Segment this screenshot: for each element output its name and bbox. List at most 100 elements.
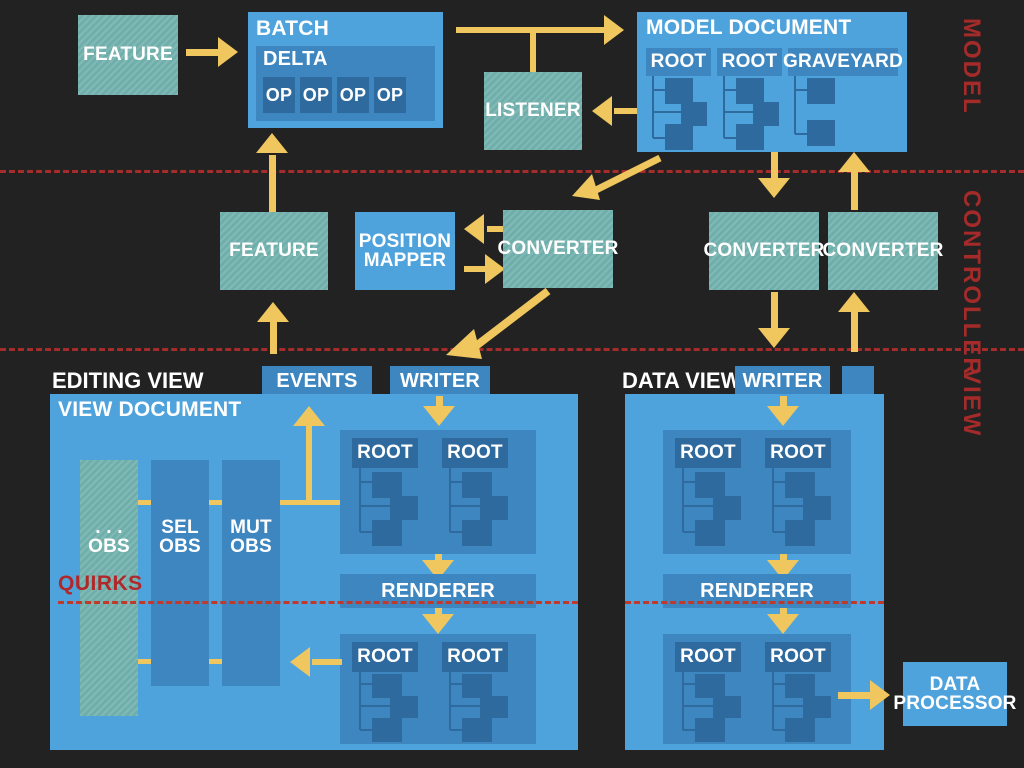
arrow-dataview-to-processor-head [870,680,890,710]
arrow-converter3-to-modeldoc-head [838,152,870,172]
data-view-quirks-separator [625,601,884,604]
op-label-0: OP [265,84,293,105]
observer-link-lower-0 [138,659,151,664]
editing-upper-tree-panel[interactable]: ROOT ROOT [340,430,536,554]
controller-converter-box-2[interactable]: CONVERTER [822,212,943,290]
separator-model-controller [0,170,1024,173]
model-feature-box[interactable]: FEATURE [78,15,178,95]
observer-label-2: MUT OBS [230,517,272,558]
editing-lower-root-box-1[interactable]: ROOT [442,642,508,672]
op-box-3[interactable]: OP [374,77,406,113]
arrow-writer-to-tree-head [423,406,455,426]
delta-box[interactable]: DELTA OP OP OP OP [256,46,435,121]
arrow-converter2-to-datawriter-head [758,328,790,348]
editing-upper-root-box-0[interactable]: ROOT [352,438,418,468]
observer-link-0 [138,500,151,505]
band-label-view: VIEW [958,368,985,438]
arrow-posmapper-to-converter-shaft [464,266,486,272]
arrow-dataview-to-converter3-head [838,292,870,312]
listener-box[interactable]: LISTENER [484,72,582,150]
arrow-batch-to-modeldoc-head [604,15,624,45]
observer-box-1[interactable]: SEL OBS [151,460,209,686]
data-view-container: ROOT ROOT [625,394,884,750]
model-root-label-1: ROOT [721,51,778,73]
arrow-datawriter-to-tree-head [767,406,799,426]
data-writer-tab[interactable]: WRITER [735,366,830,396]
data-lower-root-box-0[interactable]: ROOT [675,642,741,672]
data-view-extra-tab[interactable] [842,366,874,396]
model-document-box[interactable]: MODEL DOCUMENT ROOT ROOT GRAVEYARD [637,12,907,152]
model-document-label: MODEL DOCUMENT [646,16,852,39]
observer-box-0[interactable]: . . . OBS [80,460,138,716]
arrow-writer-to-tree-shaft [436,396,443,410]
arrow-lowertree-to-obs-shaft [312,659,342,665]
op-label-1: OP [302,84,330,105]
arrow-ctrl-feature-to-batch-head [256,133,288,153]
model-root-box-1[interactable]: ROOT [717,48,782,76]
controller-converter-label-1: CONVERTER [703,240,825,262]
data-lower-root-label-0: ROOT [680,646,736,668]
arrow-ctrl-feature-to-batch-shaft [269,155,276,213]
band-label-model: MODEL [958,18,985,115]
editing-events-tab[interactable]: EVENTS [262,366,372,396]
arrow-modeldoc-to-converter2-shaft [771,152,778,184]
arrow-branch-to-listener [530,30,536,72]
arrow-datatree-to-renderer-shaft [780,554,787,564]
band-label-controller: CONTROLLER [958,190,985,377]
editing-lower-tree-graphic [359,672,508,742]
op-label-2: OP [339,84,367,105]
position-mapper-box[interactable]: POSITION MAPPER [355,212,455,290]
observer-link-lower-1 [209,659,222,664]
editing-lower-root-box-0[interactable]: ROOT [352,642,418,672]
data-lower-tree-panel[interactable]: ROOT ROOT [663,634,851,744]
arrow-feature-to-batch-head [218,37,238,67]
data-upper-tree-graphic [682,468,831,546]
arrow-converter3-to-modeldoc-shaft [851,172,858,210]
data-lower-root-label-1: ROOT [770,646,826,668]
batch-box[interactable]: BATCH DELTA OP OP OP OP [248,12,443,128]
arrow-obs-to-events-head [293,406,325,426]
data-view-caption: DATA VIEW [622,368,742,393]
model-document-tree-graphic [652,76,835,150]
arrow-modeldoc-to-converter2-head [758,178,790,198]
data-processor-box[interactable]: DATA PROCESSOR [893,662,1016,726]
data-upper-root-label-0: ROOT [680,442,736,464]
op-box-1[interactable]: OP [300,77,332,113]
arrow-modeldoc-to-converter [572,154,662,200]
controller-feature-label: FEATURE [229,240,319,262]
model-graveyard-box[interactable]: GRAVEYARD [783,48,903,76]
editing-upper-root-label-1: ROOT [447,442,503,464]
model-graveyard-label: GRAVEYARD [782,51,904,73]
data-upper-root-box-1[interactable]: ROOT [765,438,831,468]
listener-label: LISTENER [485,100,581,122]
editing-writer-tab[interactable]: WRITER [390,366,490,396]
arrow-datawriter-to-tree-shaft [780,396,787,410]
controller-converter-box-0[interactable]: CONVERTER [497,210,618,288]
model-feature-label: FEATURE [83,44,173,66]
editing-lower-tree-panel[interactable]: ROOT ROOT [340,634,536,744]
arrow-renderer-to-lowertree-head [422,614,454,634]
data-lower-root-box-1[interactable]: ROOT [765,642,831,672]
model-root-box-0[interactable]: ROOT [646,48,711,76]
view-document-label: VIEW DOCUMENT [58,398,242,421]
op-box-0[interactable]: OP [263,77,295,113]
data-upper-tree-panel[interactable]: ROOT ROOT [663,430,851,554]
arrow-tree-to-renderer-shaft [435,554,442,564]
arrow-converter-to-posmapper-head [464,214,484,244]
editing-upper-root-box-1[interactable]: ROOT [442,438,508,468]
editing-view-caption: EDITING VIEW [52,368,204,393]
arrow-posmapper-to-converter-head [485,254,505,284]
op-box-2[interactable]: OP [337,77,369,113]
editing-renderer-label: RENDERER [381,579,495,602]
data-upper-root-label-1: ROOT [770,442,826,464]
data-upper-root-box-0[interactable]: ROOT [675,438,741,468]
arrow-obs-to-events-horizontal [280,500,342,505]
controller-converter-box-1[interactable]: CONVERTER [703,212,824,290]
observer-label-0: . . . OBS [88,517,130,558]
arrow-converter-to-writer [446,287,551,359]
controller-feature-box[interactable]: FEATURE [220,212,328,290]
observer-box-2[interactable]: MUT OBS [222,460,280,686]
batch-label: BATCH [256,17,329,40]
quirks-label: QUIRKS [58,572,143,595]
